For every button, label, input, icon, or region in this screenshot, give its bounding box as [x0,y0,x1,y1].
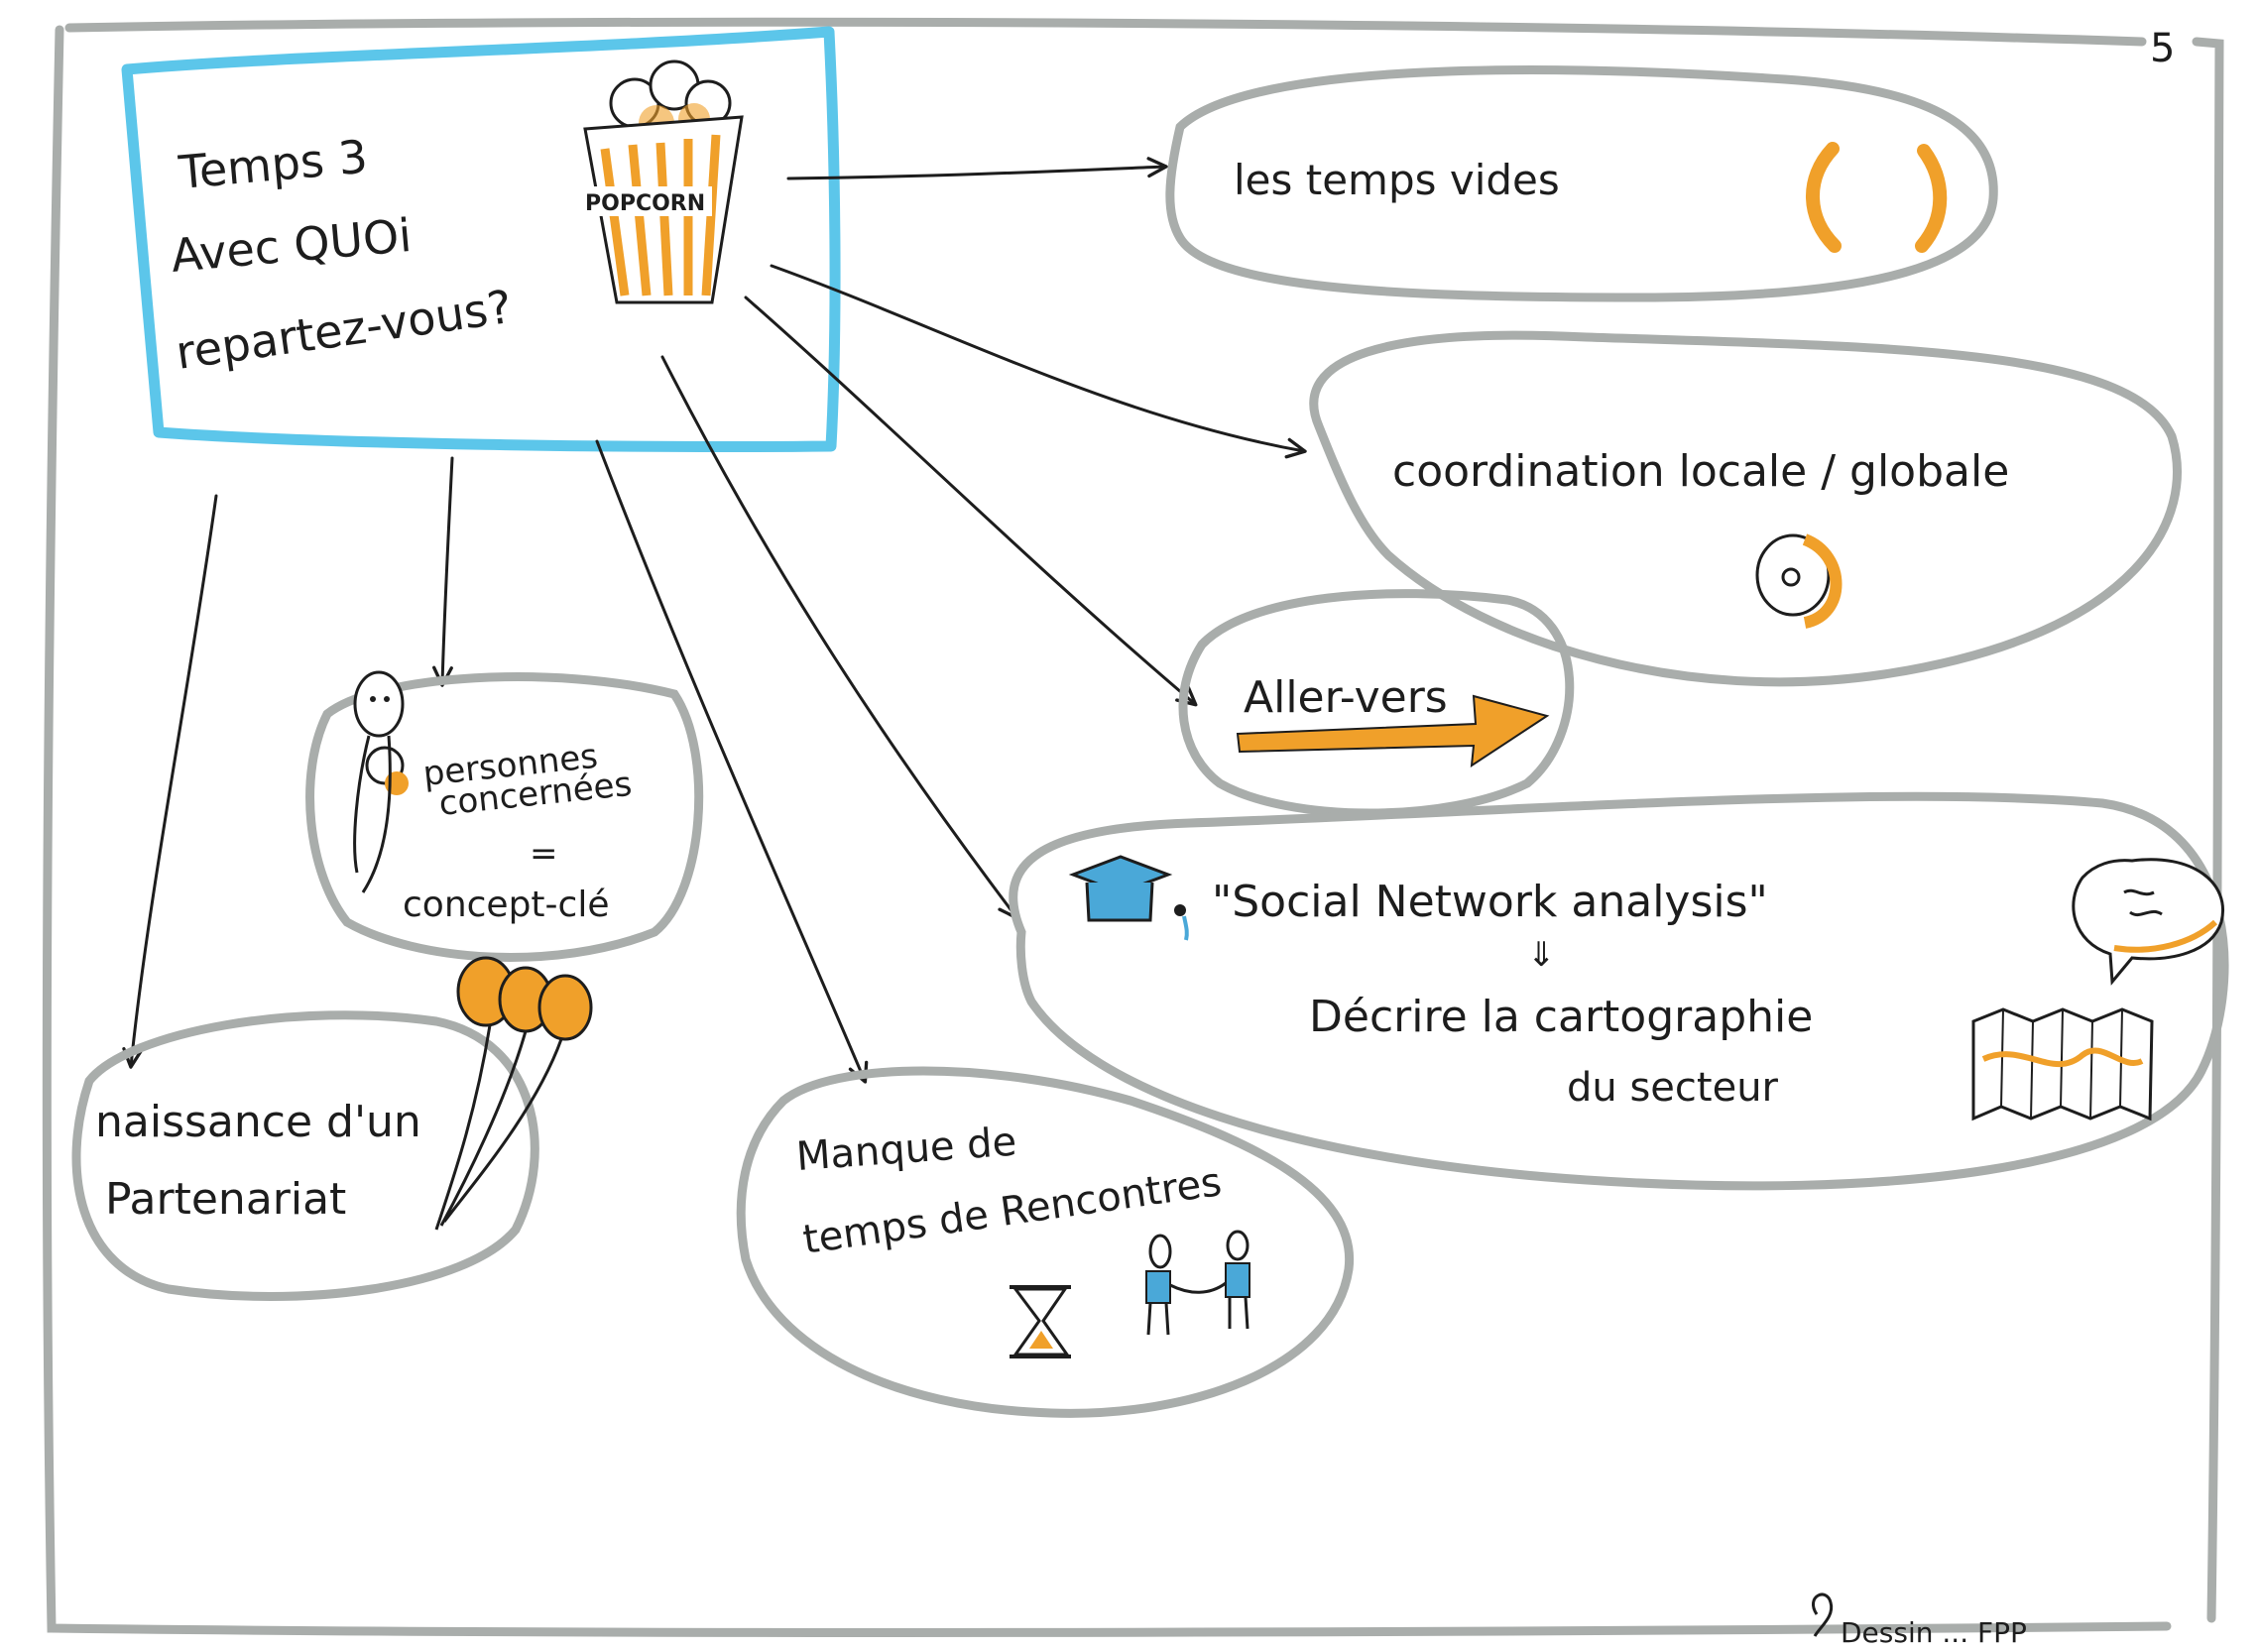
title-line-2: Avec QUOi [169,208,414,283]
svg-text:Dessin ... FPP: Dessin ... FPP [1841,1616,2027,1649]
sna-arrow: ⇓ [1527,935,1556,975]
graduation-cap-icon [1068,855,1189,941]
handshake-icon [1145,1230,1250,1336]
temps-vides-text: les temps vides [1234,156,1560,204]
title-line-1: Temps 3 [176,130,369,199]
bubble-coordination: coordination locale / globale [1309,330,2182,687]
bubble-aller-vers: Aller-vers [1178,589,1575,818]
partenariat-line-2: Partenariat [105,1174,346,1225]
partenariat-line-1: naissance d'un [95,1097,421,1147]
target-icon [1755,533,1843,629]
speech-bubble-icon [2072,858,2224,986]
bubble-personnes: personnes concernées = concept-clé [305,670,704,962]
arrow-to-partenariat [122,494,218,1069]
signature: Dessin ... FPP [1812,1593,2027,1649]
sna-line-2: Décrire la cartographie [1309,992,1813,1042]
title-box [121,26,841,452]
bubble-sna: "Social Network analysis" ⇓ Décrire la c… [1009,791,2229,1191]
map-icon [1971,1007,2154,1121]
sna-line-3: du secteur [1567,1065,1779,1111]
arrow-to-temps-vides [786,157,1168,180]
bubble-temps-vides: les temps vides [1165,65,1998,302]
arrow-to-coordination [770,264,1307,459]
arrow-right-icon [1236,694,1550,767]
arrow-to-aller-vers [744,295,1198,707]
arrow-to-sna [660,355,1019,920]
bubble-partenariat: naissance d'un Partenariat [71,956,593,1301]
parentheses-icon [1806,142,1948,253]
rencontres-line-1: Manque de [794,1120,1017,1180]
arrow-to-personnes [432,456,454,687]
popcorn-icon: POPCORN [583,59,744,304]
hourglass-icon [1010,1285,1071,1358]
personnes-line-3: concept-clé [403,885,609,925]
page-number: 5 [2150,26,2175,71]
person-icon [353,670,409,893]
sna-line-1: "Social Network analysis" [1212,877,1768,927]
bubble-rencontres: Manque de temps de Rencontres [736,1066,1355,1418]
coordination-text: coordination locale / globale [1392,446,2009,497]
personnes-eq: = [530,834,558,874]
page-frame [42,17,2224,1637]
arrow-to-rencontres [595,439,869,1084]
aller-vers-text: Aller-vers [1244,672,1448,723]
title-line-3: repartez-vous? [173,280,515,380]
balloons-icon [434,956,593,1231]
svg-text:POPCORN: POPCORN [585,191,705,216]
